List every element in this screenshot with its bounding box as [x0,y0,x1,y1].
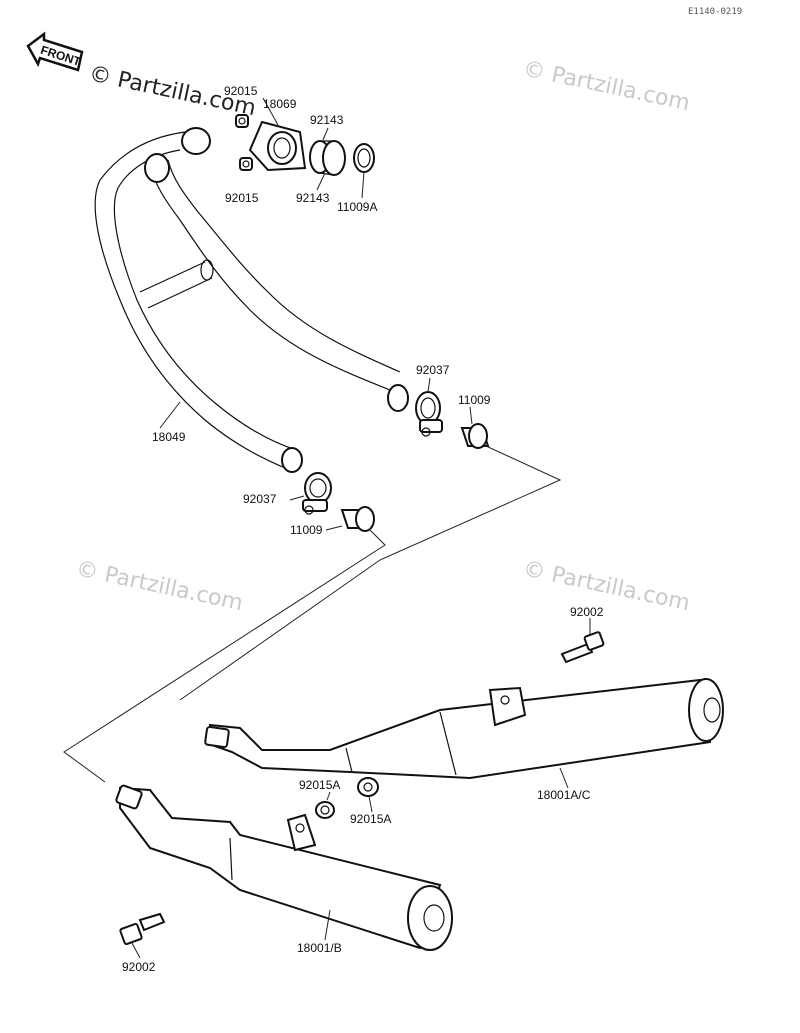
label-92015-bottom: 92015 [225,191,259,205]
watermark-mid-left: © Partzilla.com [74,556,245,616]
nut-92015-bottom [239,157,253,171]
leader-92143-top [322,127,329,141]
gasket-11009A [353,143,375,173]
leader-92143-bot [316,172,326,191]
leader-18069 [262,97,279,126]
front-arrow-icon: FRONT [26,31,84,72]
label-18069: 18069 [263,97,297,111]
watermark-top-right: © Partzilla.com [521,56,692,116]
nut-92015-top [235,114,249,128]
label-92002-left: 92002 [122,960,156,974]
label-92143-bottom: 92143 [296,191,330,205]
leader-92037-right [427,377,431,393]
leader-92037-left [289,495,305,501]
label-18049: 18049 [152,430,186,444]
leader-11009-right [469,406,473,425]
label-18001B: 18001/B [297,941,342,955]
guide-line-left [63,529,386,783]
clamp-92037-left [302,472,332,515]
muffler-18001B [115,784,453,951]
leader-18001AC [559,767,569,789]
label-92002-right: 92002 [570,605,604,619]
label-92143-top: 92143 [310,113,344,127]
bolt-92002-right [560,631,605,664]
guide-line-right [179,445,562,701]
diagram-code: E1140-0219 [688,7,742,17]
mount-92015A-bottom [315,801,335,819]
leader-18049 [159,401,181,429]
watermark-mid-right: © Partzilla.com [521,556,692,616]
label-18001AC: 18001A/C [537,788,591,802]
leader-18001B [324,909,331,941]
gasket-11009-left [340,506,375,532]
mount-92015A-top [357,777,379,797]
label-92037-left: 92037 [243,492,277,506]
flange-18069 [248,120,307,172]
leader-92015A-bot [368,795,373,813]
label-11009-left: 11009 [290,523,323,537]
leader-92015A-top [326,791,331,801]
label-92015-top: 92015 [224,84,258,98]
clamp-92037-right [415,391,443,437]
leader-11009-left [325,525,343,531]
bolt-92002-left [119,912,166,946]
collar-92143 [309,140,346,176]
leader-11009A [361,171,365,199]
label-92015A-bottom: 92015A [350,812,391,826]
label-92037-right: 92037 [416,363,450,377]
header-pipe-18049 [94,127,409,473]
label-11009-right: 11009 [458,393,491,407]
label-92015A-top: 92015A [299,778,340,792]
leader-92002-left [131,942,141,959]
label-11009A: 11009A [337,200,377,214]
muffler-18001AC [204,678,724,780]
gasket-11009-right [460,423,490,449]
